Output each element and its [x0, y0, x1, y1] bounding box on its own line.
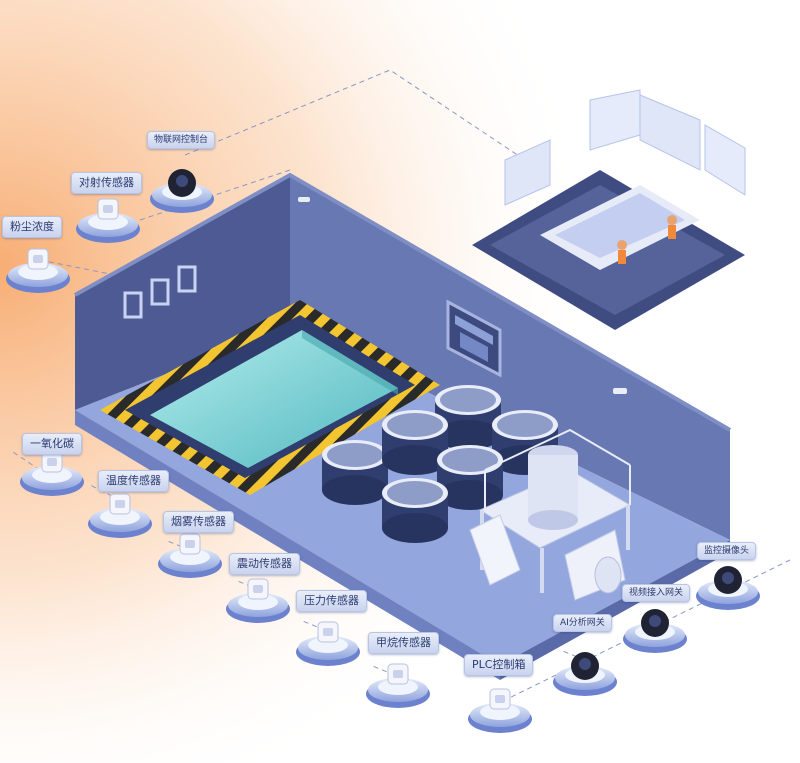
- sensor-node: [366, 663, 430, 708]
- label-temp-sensor: 温度传感器: [98, 470, 169, 492]
- label-iot-console: 物联网控制台: [147, 131, 216, 149]
- wall-camera-icon: [298, 197, 627, 394]
- sensor-node: [226, 578, 290, 623]
- wall-monitor: [446, 299, 502, 378]
- floor-edge-left: [75, 410, 500, 680]
- tank: [435, 385, 501, 450]
- sensor-node: [696, 566, 760, 610]
- control-room-illustration: [472, 89, 746, 330]
- sensor-nodes: [6, 169, 760, 733]
- label-beam-sensor: 对射传感器: [71, 172, 142, 194]
- sensor-node: [158, 533, 222, 578]
- label-video-gateway: 视频接入网关: [622, 584, 691, 602]
- tank: [382, 478, 448, 543]
- floor-edge-right: [500, 540, 730, 680]
- sensor-node: [468, 688, 532, 733]
- pool: [100, 300, 440, 495]
- tank: [382, 410, 448, 475]
- equipment-platform: [469, 428, 632, 601]
- back-right-wall: [290, 175, 730, 540]
- label-vibration-sensor: 震动传感器: [229, 553, 300, 575]
- label-methane-sensor: 甲烷传感器: [368, 632, 439, 654]
- label-co: 一氧化碳: [22, 433, 82, 455]
- wall-windows: [123, 265, 197, 319]
- sensor-node: [296, 621, 360, 666]
- sensor-node: [553, 652, 617, 696]
- label-plc-cabinet: PLC控制箱: [464, 654, 534, 676]
- tank: [322, 440, 388, 505]
- label-pressure-sensor: 压力传感器: [296, 590, 367, 612]
- label-smoke-sensor: 烟雾传感器: [163, 511, 234, 533]
- wall-rim: [74, 172, 732, 432]
- sensor-node: [76, 198, 140, 243]
- label-dust: 粉尘浓度: [2, 216, 62, 238]
- sensor-node: [623, 609, 687, 653]
- label-camera: 监控摄像头: [697, 542, 757, 560]
- sensor-node: [20, 451, 84, 496]
- sensor-node: [150, 169, 214, 213]
- tank: [437, 445, 503, 510]
- sensor-node: [6, 248, 70, 293]
- sensor-node: [88, 493, 152, 538]
- label-ai-gateway: AI分析网关: [553, 614, 612, 632]
